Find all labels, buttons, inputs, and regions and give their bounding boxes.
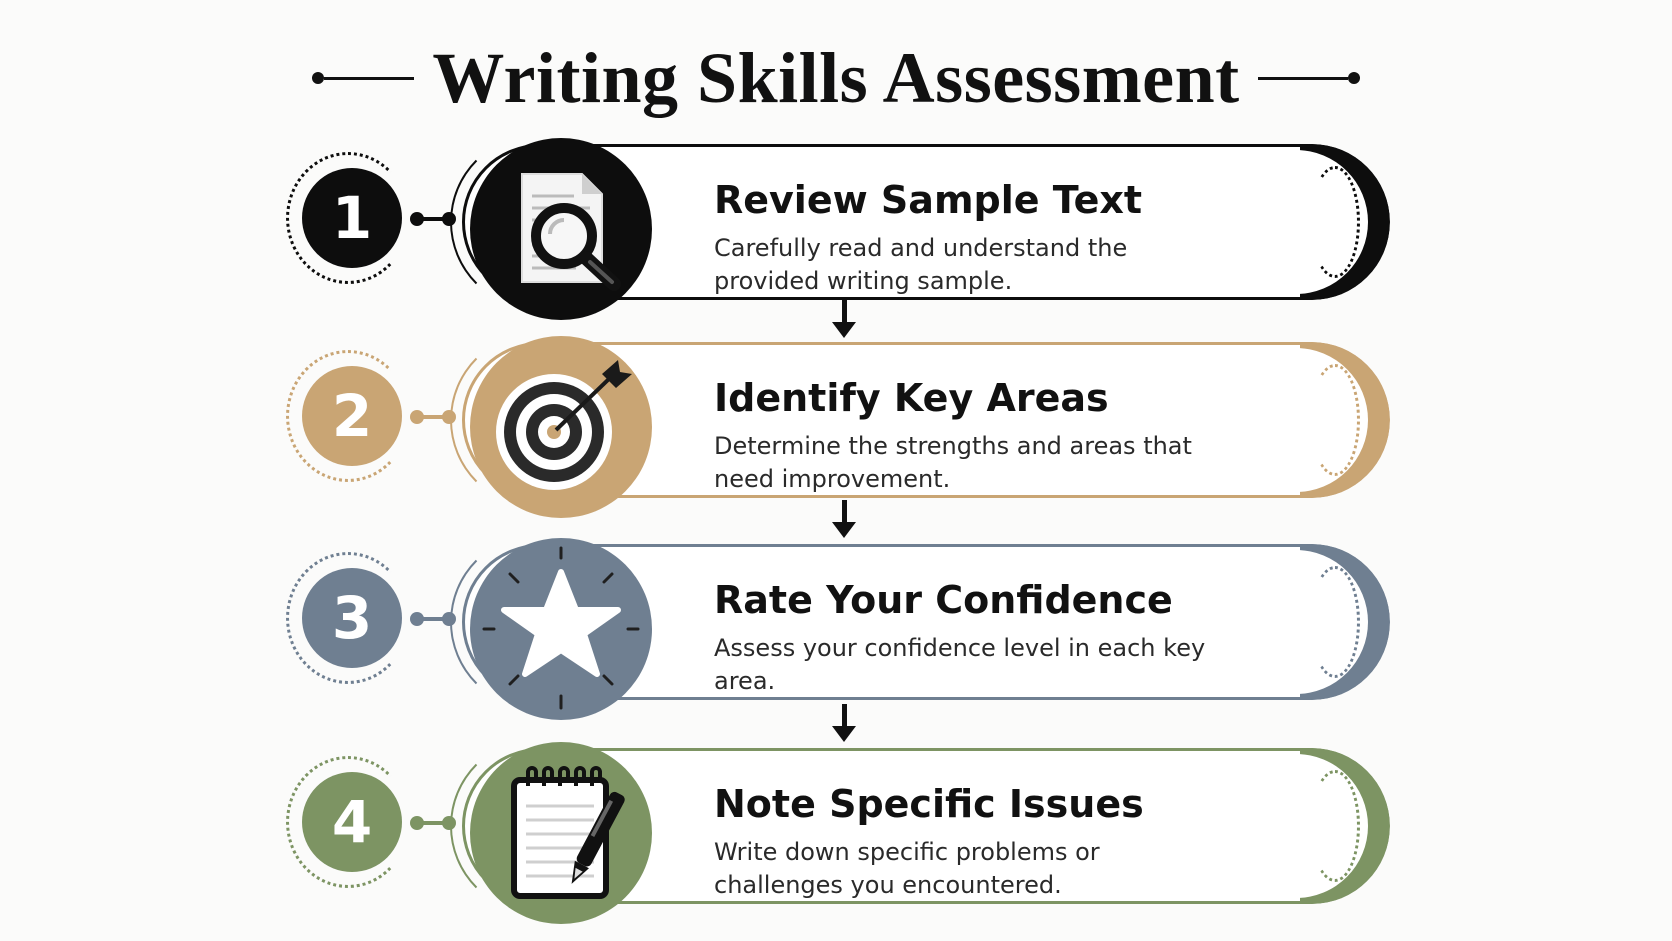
step-1: 1 Review Sample Text Carefully read and … <box>0 134 1672 332</box>
step-3-dotted-ring <box>286 552 410 684</box>
title-banner: Writing Skills Assessment <box>0 28 1672 128</box>
step-4-number: 4 <box>302 772 402 872</box>
title-left-ornament <box>312 72 415 84</box>
star-icon <box>482 546 640 710</box>
step-3: 3 Rate Your Confidence Assess your confi… <box>0 534 1672 732</box>
step-1-number: 1 <box>302 168 402 268</box>
step-1-title: Review Sample Text <box>714 178 1143 222</box>
step-4: 4 Note Spe <box>0 738 1672 936</box>
document-magnifier-icon <box>521 173 621 291</box>
step-2-cap-dots <box>1310 364 1360 476</box>
step-3-number: 3 <box>302 568 402 668</box>
step-2-description: Determine the strengths and areas that n… <box>714 432 1192 493</box>
step-2-icon-circle <box>470 336 652 518</box>
step-1-dotted-ring <box>286 152 410 284</box>
step-3-description: Assess your confidence level in each key… <box>714 634 1206 695</box>
step-2-title: Identify Key Areas <box>714 376 1109 420</box>
target-arrow-icon <box>496 360 632 490</box>
title-right-ornament <box>1257 72 1360 84</box>
step-2-number: 2 <box>302 366 402 466</box>
step-4-description: Write down specific problems or challeng… <box>714 838 1100 899</box>
step-4-pill-outline <box>450 738 1395 914</box>
step-2-pill-outline <box>450 332 1395 508</box>
step-4-cap-dots <box>1310 770 1360 882</box>
step-2: 2 Identify Key Areas Determine the stren… <box>0 332 1672 530</box>
down-arrow-2 <box>830 500 858 540</box>
step-3-pill-outline <box>450 534 1395 710</box>
notepad-pen-icon <box>511 766 625 899</box>
down-arrow-1 <box>830 300 858 340</box>
step-1-pill-outline <box>450 134 1395 310</box>
step-4-icon-circle <box>470 742 652 924</box>
down-arrow-3 <box>830 704 858 744</box>
page-title: Writing Skills Assessment <box>432 37 1240 118</box>
step-3-title: Rate Your Confidence <box>714 578 1173 622</box>
step-4-title: Note Specific Issues <box>714 782 1144 826</box>
step-3-icon-circle <box>470 538 652 720</box>
step-3-cap-dots <box>1310 566 1360 678</box>
step-1-icon-circle <box>470 138 652 320</box>
step-1-cap-dots <box>1310 166 1360 278</box>
step-2-dotted-ring <box>286 350 410 482</box>
step-4-dotted-ring <box>286 756 410 888</box>
step-1-description: Carefully read and understand the provid… <box>714 234 1128 295</box>
